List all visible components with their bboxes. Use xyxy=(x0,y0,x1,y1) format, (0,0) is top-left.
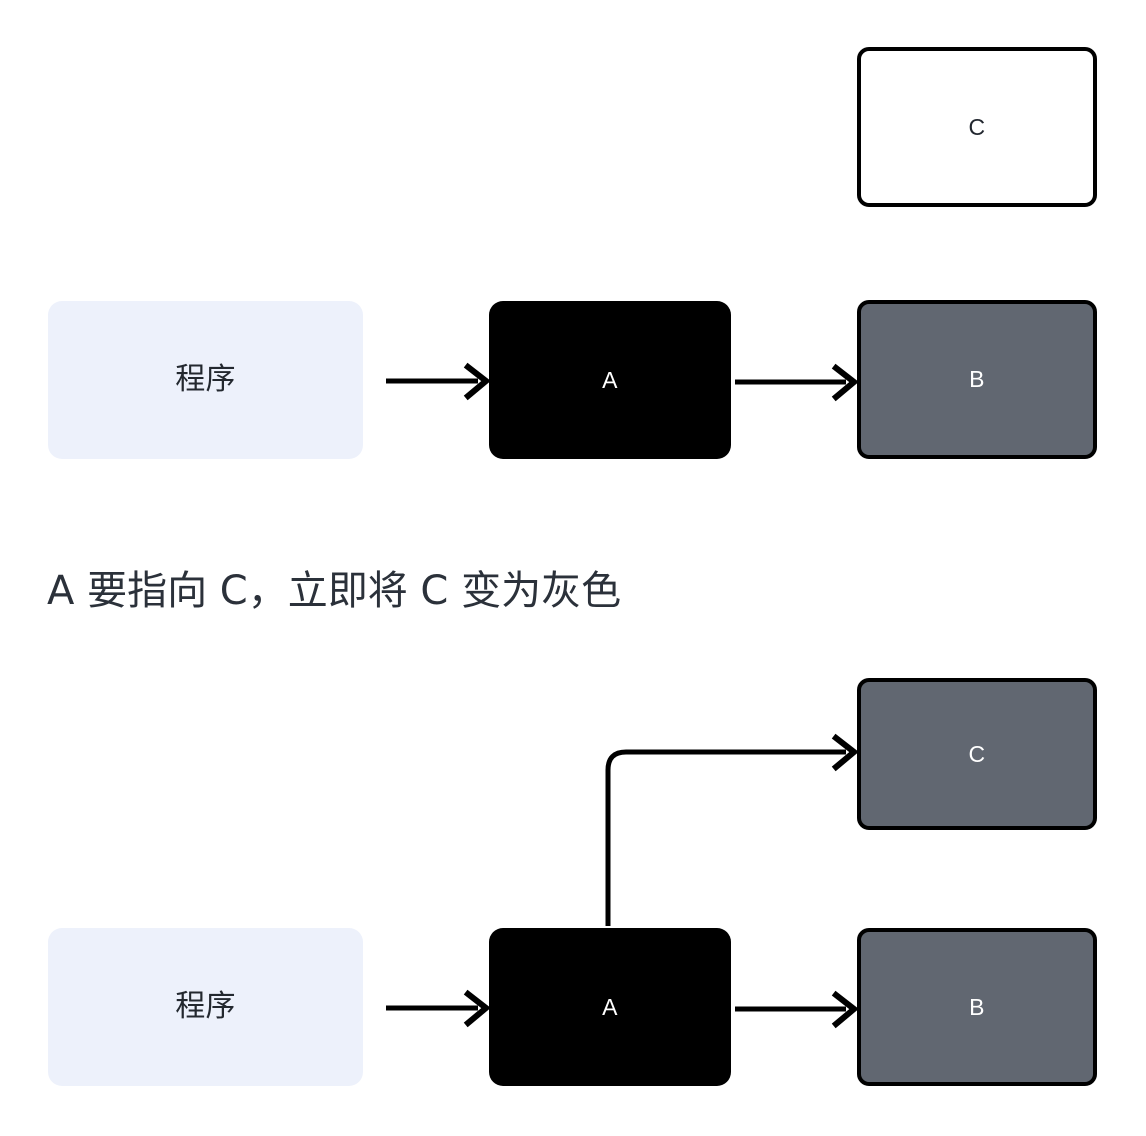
node-c-after[interactable]: C xyxy=(857,678,1097,830)
node-program-after[interactable]: 程序 xyxy=(48,928,363,1086)
caption-text: A 要指向 C，立即将 C 变为灰色 xyxy=(47,568,622,614)
node-b-after[interactable]: B xyxy=(857,928,1097,1086)
node-b-before[interactable]: B xyxy=(857,300,1097,459)
edge-program-to-a-before xyxy=(386,362,491,401)
node-c-before[interactable]: C xyxy=(857,47,1097,207)
node-a-before[interactable]: A xyxy=(489,301,731,459)
node-c-before-label: C xyxy=(968,113,986,140)
edge-program-to-a-after xyxy=(386,989,491,1028)
edge-a-to-b-after xyxy=(735,990,859,1029)
edge-a-to-c-after xyxy=(605,733,859,926)
node-a-after[interactable]: A xyxy=(489,928,731,1086)
node-b-before-label: B xyxy=(969,366,985,392)
node-c-after-label: C xyxy=(968,740,986,767)
node-program-before-label: 程序 xyxy=(175,362,236,397)
node-program-before[interactable]: 程序 xyxy=(48,301,363,459)
node-a-after-label: A xyxy=(602,993,618,1020)
node-b-after-label: B xyxy=(969,993,985,1020)
edge-a-to-b-before xyxy=(735,363,859,402)
node-a-before-label: A xyxy=(602,366,618,393)
node-program-after-label: 程序 xyxy=(175,989,236,1024)
